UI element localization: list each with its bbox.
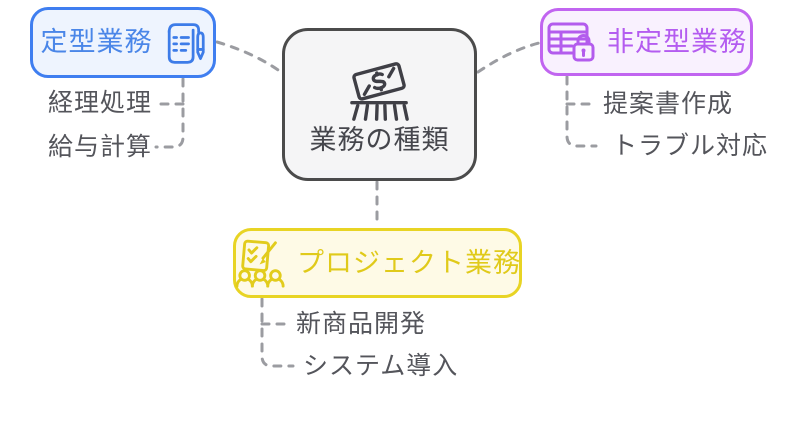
center-node: 業務の種類 [282, 28, 477, 181]
node-project: プロジェクト業務 [233, 228, 522, 298]
team-checklist-pencil-icon [235, 239, 285, 288]
edge-center-nonroutine [476, 41, 541, 74]
notepad-pen-icon [167, 22, 205, 64]
sub-item-routine-1: 経理処理 [48, 89, 153, 117]
edge-nonroutine-items [565, 75, 598, 148]
sub-item-non-routine-2: トラブル対応 [612, 132, 769, 160]
sub-item-routine-2: 給与計算 [48, 133, 153, 161]
node-routine: 定型業務 [30, 7, 216, 78]
node-non-routine-label: 非定型業務 [607, 26, 747, 57]
sub-item-non-routine-1: 提案書作成 [603, 90, 734, 118]
edge-routine-items [154, 77, 185, 149]
spreadsheet-lock-icon [547, 22, 595, 62]
center-node-label: 業務の種類 [309, 124, 450, 155]
money-shredder-icon [349, 61, 409, 121]
sub-item-project-2: システム導入 [303, 352, 459, 380]
node-non-routine: 非定型業務 [540, 8, 753, 76]
edge-routine-center [215, 40, 283, 74]
node-routine-label: 定型業務 [40, 27, 153, 57]
edge-project-items [260, 297, 295, 368]
sub-item-project-1: 新商品開発 [296, 310, 427, 338]
node-project-label: プロジェクト業務 [297, 247, 521, 278]
